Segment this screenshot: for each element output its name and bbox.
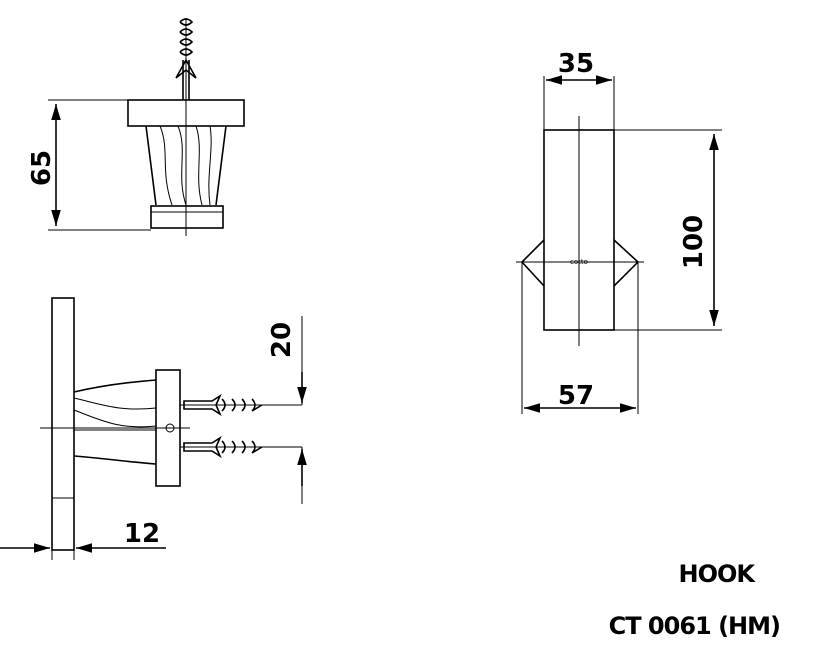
dim-12-label: 12	[124, 519, 160, 549]
front-view: cotto 35 100 57	[516, 49, 722, 414]
top-view: 65	[27, 18, 245, 236]
side-view-plate	[51, 297, 75, 551]
top-view-body	[145, 125, 227, 206]
front-view-logo: cotto	[570, 258, 588, 266]
side-view: 20 12	[0, 297, 307, 560]
dim-65-label: 65	[27, 150, 57, 186]
product-name: HOOK	[678, 560, 755, 588]
side-view-anchors	[180, 393, 302, 459]
side-view-arm	[73, 379, 157, 465]
dim-100-label: 100	[679, 215, 709, 269]
top-view-anchor	[175, 18, 197, 100]
product-code: CT 0061 (HM)	[608, 612, 781, 640]
dim-57-label: 57	[558, 381, 594, 411]
dim-20-label: 20	[267, 322, 297, 358]
dim-35-label: 35	[558, 49, 594, 79]
top-view-cap	[150, 205, 224, 229]
